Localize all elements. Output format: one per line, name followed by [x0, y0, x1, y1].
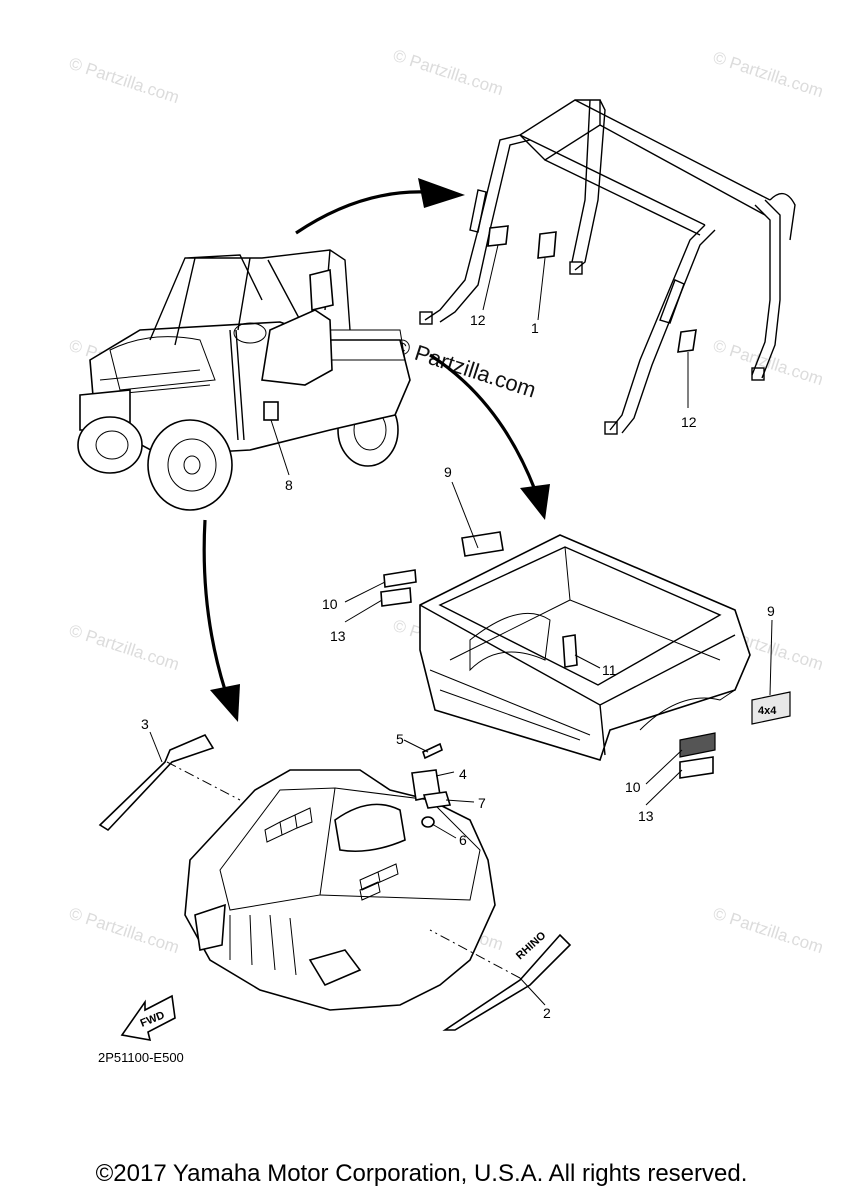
watermark: © Partzilla.com — [711, 48, 826, 101]
cargo-bed: 4x4 — [380, 531, 791, 779]
decal-11 — [562, 634, 578, 668]
decal-13-left — [380, 587, 412, 607]
direction-arrows — [202, 178, 550, 722]
hood — [184, 769, 496, 1011]
fwd-arrow: FWD — [120, 994, 176, 1042]
callout-7: 7 — [478, 795, 486, 811]
decal-10-right — [679, 732, 716, 758]
callout-6: 6 — [459, 832, 467, 848]
decal-9-top — [461, 531, 504, 557]
decal-12-left — [487, 225, 509, 247]
watermark: © Partzilla.com — [67, 904, 182, 957]
watermark: © Partzilla.com — [391, 46, 506, 99]
vehicle-overview — [77, 249, 411, 511]
decal-9-right — [751, 691, 791, 725]
copyright-notice: ©2017 Yamaha Motor Corporation, U.S.A. A… — [95, 1160, 748, 1187]
callout-1: 1 — [531, 320, 539, 336]
callout-10-right: 10 — [625, 779, 641, 795]
watermark: © Partzilla.com — [711, 904, 826, 957]
callout-10-left: 10 — [322, 596, 338, 612]
decal-7 — [422, 791, 452, 809]
leader-lines — [149, 244, 773, 1006]
callout-13-left: 13 — [330, 628, 346, 644]
hood-parts — [411, 742, 452, 828]
callout-12-left: 12 — [470, 312, 486, 328]
callout-4: 4 — [459, 766, 467, 782]
decal-10-left — [383, 569, 417, 588]
decal-1 — [537, 231, 557, 259]
decal-4x4-text: 4x4 — [758, 705, 777, 717]
callout-2: 2 — [543, 1005, 551, 1021]
diagram-code: 2P51100-E500 — [98, 1050, 184, 1065]
decal-3-stripe — [98, 733, 215, 832]
decal-8 — [263, 401, 279, 421]
callout-labels: 1 2 3 4 5 6 7 8 9 9 10 10 11 12 12 13 13 — [141, 312, 775, 1021]
grommet-6 — [421, 816, 435, 828]
roll-cage — [419, 99, 796, 435]
watermark-center: © Partzilla.com — [390, 333, 539, 403]
callout-11: 11 — [602, 662, 617, 678]
callout-13-right: 13 — [638, 808, 654, 824]
decal-13-right — [679, 756, 714, 779]
decal-12-right — [677, 329, 697, 353]
watermark: © Partzilla.com — [67, 621, 182, 674]
watermark: © Partzilla.com — [67, 54, 182, 107]
callout-8: 8 — [285, 477, 293, 493]
callout-9-right: 9 — [767, 603, 775, 619]
callout-9-top: 9 — [444, 464, 452, 480]
callout-12-right: 12 — [681, 414, 697, 430]
callout-3: 3 — [141, 716, 149, 732]
rivet-5 — [422, 742, 443, 760]
callout-5: 5 — [396, 731, 404, 747]
